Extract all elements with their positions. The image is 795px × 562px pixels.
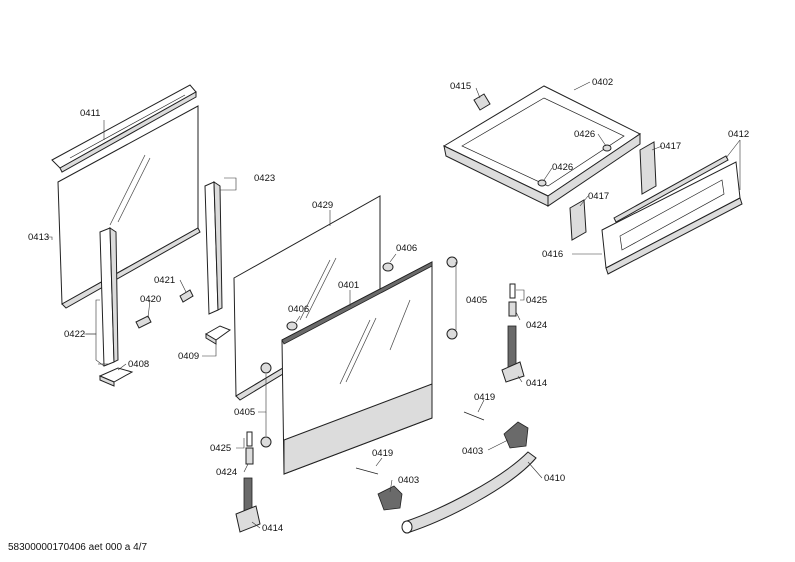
label-0403-a: 0403: [462, 446, 483, 457]
label-0409: 0409: [178, 351, 199, 362]
label-0405-a: 0405: [466, 295, 487, 306]
part-0401-outer-door: [281, 261, 433, 475]
part-0405-roller-left-top: [260, 362, 272, 374]
label-0403-b: 0403: [398, 475, 419, 486]
label-0415: 0415: [450, 81, 471, 92]
label-0421: 0421: [154, 275, 175, 286]
part-0417-runner-a: [639, 141, 657, 195]
label-0420: 0420: [140, 294, 161, 305]
label-0429: 0429: [312, 200, 333, 211]
label-0402: 0402: [592, 77, 613, 88]
part-labels: 0411 0413 0422 0408 0420 0421 0409 0423 …: [28, 77, 749, 534]
label-0410: 0410: [544, 473, 565, 484]
part-0406-bumper-b: [286, 321, 298, 331]
label-0419-b: 0419: [372, 448, 393, 459]
part-0423-hinge-rail: [204, 181, 223, 315]
label-0417-a: 0417: [660, 141, 681, 152]
label-0424-b: 0424: [216, 467, 237, 478]
part-0426-foot-b: [537, 179, 547, 187]
label-0426-b: 0426: [552, 162, 573, 173]
part-0411-top-trim: [51, 84, 197, 173]
label-0408: 0408: [128, 359, 149, 370]
label-0414-a: 0414: [526, 378, 547, 389]
part-0412-trim-strip: [613, 155, 729, 223]
label-0417-b: 0417: [588, 191, 609, 202]
part-0405-roller-left-bottom: [260, 436, 272, 448]
part-0405-roller-right-top: [446, 256, 458, 268]
part-0420-clip: [135, 315, 152, 329]
label-0405-b: 0405: [234, 407, 255, 418]
part-0405-roller-right-bottom: [446, 328, 458, 340]
label-0401: 0401: [338, 280, 359, 291]
label-0425-a: 0425: [526, 295, 547, 306]
leader-lines: [46, 81, 741, 529]
part-0419-screw-left: [355, 467, 379, 475]
part-0424-sleeve-left: [245, 447, 254, 465]
part-0426-foot-a: [602, 144, 612, 152]
part-0402-tray: [442, 85, 641, 207]
part-0425-pin-right: [509, 283, 516, 299]
label-0406-b: 0406: [288, 304, 309, 315]
part-0410-handle: [401, 451, 537, 534]
label-0412: 0412: [728, 129, 749, 140]
part-0422-hinge-rail: [99, 227, 119, 367]
document-id-footer: 58300000170406 aet 000 a 4/7: [8, 542, 148, 553]
part-0414-hinge-right: [501, 325, 525, 383]
label-0416: 0416: [542, 249, 563, 260]
part-0403-endcap-right: [503, 421, 529, 449]
label-0424-a: 0424: [526, 320, 547, 331]
label-0413: 0413: [28, 232, 49, 243]
part-0419-screw-right: [463, 411, 485, 421]
label-0406-a: 0406: [396, 243, 417, 254]
part-0417-runner-b: [569, 199, 587, 241]
part-0408-clip: [98, 367, 134, 387]
part-0425-pin-left: [246, 431, 253, 447]
part-0409-clip: [205, 325, 232, 345]
label-0423: 0423: [254, 173, 275, 184]
part-0424-sleeve-right: [508, 301, 517, 317]
label-0414-b: 0414: [262, 523, 283, 534]
part-0421-clip: [179, 289, 194, 303]
part-0416-drawer-front: [601, 161, 743, 275]
part-0414-hinge-left: [235, 477, 261, 533]
label-0411: 0411: [80, 108, 100, 119]
label-0425-b: 0425: [210, 443, 231, 454]
label-0426-a: 0426: [574, 129, 595, 140]
label-0422: 0422: [64, 329, 85, 340]
part-0415-bracket: [473, 93, 491, 111]
part-0406-bumper-a: [382, 262, 394, 272]
label-0419-a: 0419: [474, 392, 495, 403]
part-0403-endcap-left: [377, 485, 403, 511]
part-0413-glass-panel: [57, 105, 201, 309]
